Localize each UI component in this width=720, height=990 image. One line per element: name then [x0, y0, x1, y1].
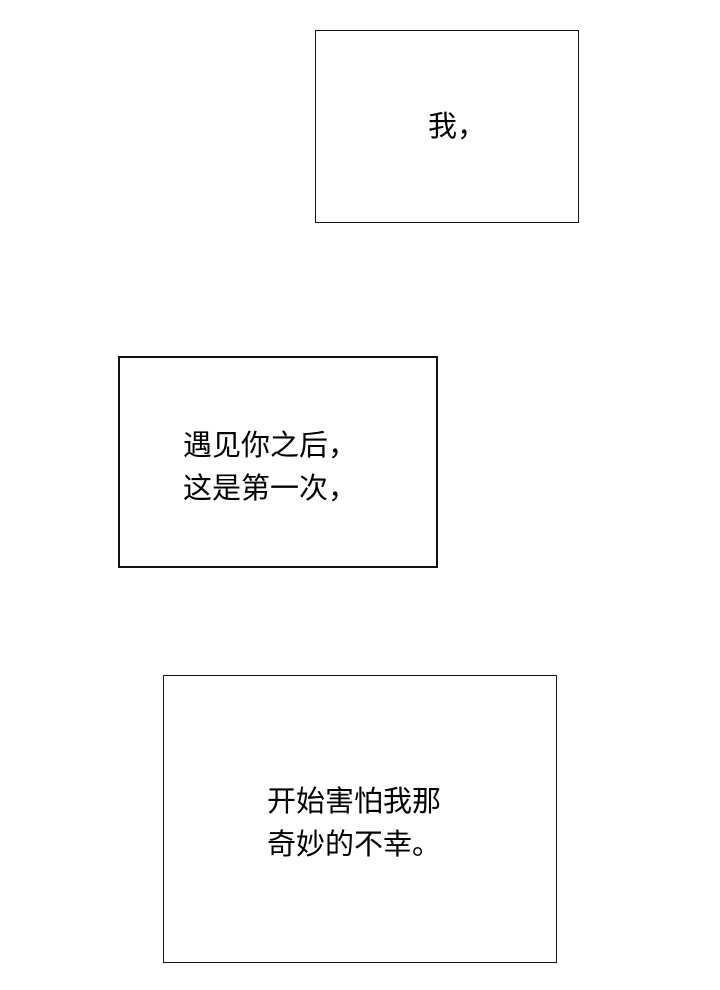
- caption-text: 开始害怕我那 奇妙的不幸。: [267, 780, 441, 866]
- caption-line: 奇妙的不幸。: [267, 827, 442, 861]
- caption-line: 这是第一次，: [183, 471, 358, 505]
- comic-panel-3: 开始害怕我那 奇妙的不幸。: [163, 675, 557, 963]
- caption-text: 遇见你之后， 这是第一次，: [183, 424, 357, 510]
- caption-text: 我，: [428, 105, 486, 148]
- caption-line: 遇见你之后，: [183, 428, 358, 462]
- caption-line: 开始害怕我那: [267, 784, 442, 818]
- caption-line: 我，: [428, 109, 487, 143]
- comic-panel-1: 我，: [315, 30, 579, 223]
- comic-panel-2: 遇见你之后， 这是第一次，: [118, 356, 438, 568]
